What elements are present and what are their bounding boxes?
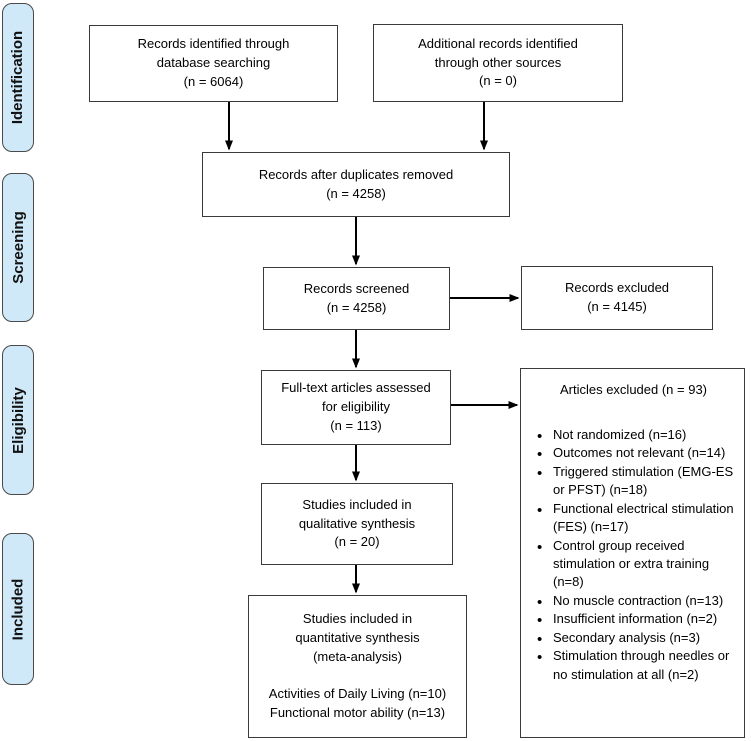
node-records-screened-text: Records screened (n = 4258) bbox=[303, 280, 410, 315]
node-after-duplicates-text: Records after duplicates removed (n = 42… bbox=[258, 166, 454, 201]
stage-eligibility-label: Eligibility bbox=[9, 386, 27, 454]
stage-identification-label: Identification bbox=[9, 30, 27, 125]
node-after-duplicates: Records after duplicates removed (n = 42… bbox=[202, 152, 510, 217]
exclusion-reason: Triggered stimulation (EMG-ES or PFST) (… bbox=[535, 463, 738, 500]
node-records-identified: Records identified through database sear… bbox=[89, 25, 338, 102]
exclusion-reason: Not randomized (n=16) bbox=[535, 426, 738, 448]
node-fulltext-assessed-text: Full-text articles assessed for eligibil… bbox=[281, 380, 431, 433]
exclusion-reason: Insufficient information (n=2) bbox=[535, 610, 738, 632]
stage-identification: Identification bbox=[2, 3, 34, 152]
stage-included: Included bbox=[2, 533, 34, 685]
node-records-identified-text: Records identified through database sear… bbox=[137, 36, 290, 89]
stage-included-label: Included bbox=[9, 578, 27, 640]
node-additional-records-text: Additional records identified through ot… bbox=[418, 35, 578, 89]
stage-screening: Screening bbox=[2, 173, 34, 322]
stage-eligibility: Eligibility bbox=[2, 345, 34, 495]
node-fulltext-assessed: Full-text articles assessed for eligibil… bbox=[261, 370, 451, 445]
exclusion-reason: Functional electrical stimulation (FES) … bbox=[535, 500, 738, 537]
node-articles-excluded: Articles excluded (n = 93) Not randomize… bbox=[520, 368, 745, 738]
exclusion-reason: No muscle contraction (n=13) bbox=[535, 592, 738, 614]
node-additional-records: Additional records identified through ot… bbox=[373, 24, 623, 102]
node-records-screened: Records screened (n = 4258) bbox=[263, 267, 450, 330]
exclusion-reason: Outcomes not relevant (n=14) bbox=[535, 444, 738, 466]
exclusion-reason: Secondary analysis (n=3) bbox=[535, 629, 738, 651]
node-records-excluded-text: Records excluded (n = 4145) bbox=[564, 280, 670, 314]
node-quantitative-synthesis: Studies included in quantitative synthes… bbox=[248, 595, 467, 738]
node-quantitative-synthesis-text: Studies included in quantitative synthes… bbox=[268, 610, 447, 721]
node-records-excluded: Records excluded (n = 4145) bbox=[521, 266, 713, 330]
node-qualitative-synthesis: Studies included in qualitative synthesi… bbox=[261, 483, 453, 565]
node-qualitative-synthesis-text: Studies included in qualitative synthesi… bbox=[298, 496, 416, 550]
exclusion-reason: Stimulation through needles or no stimul… bbox=[535, 647, 738, 684]
stage-screening-label: Screening bbox=[9, 211, 27, 284]
articles-excluded-list: Not randomized (n=16) Outcomes not relev… bbox=[529, 426, 738, 684]
exclusion-reason: Control group received stimulation or ex… bbox=[535, 537, 738, 592]
articles-excluded-title: Articles excluded (n = 93) bbox=[559, 382, 708, 397]
